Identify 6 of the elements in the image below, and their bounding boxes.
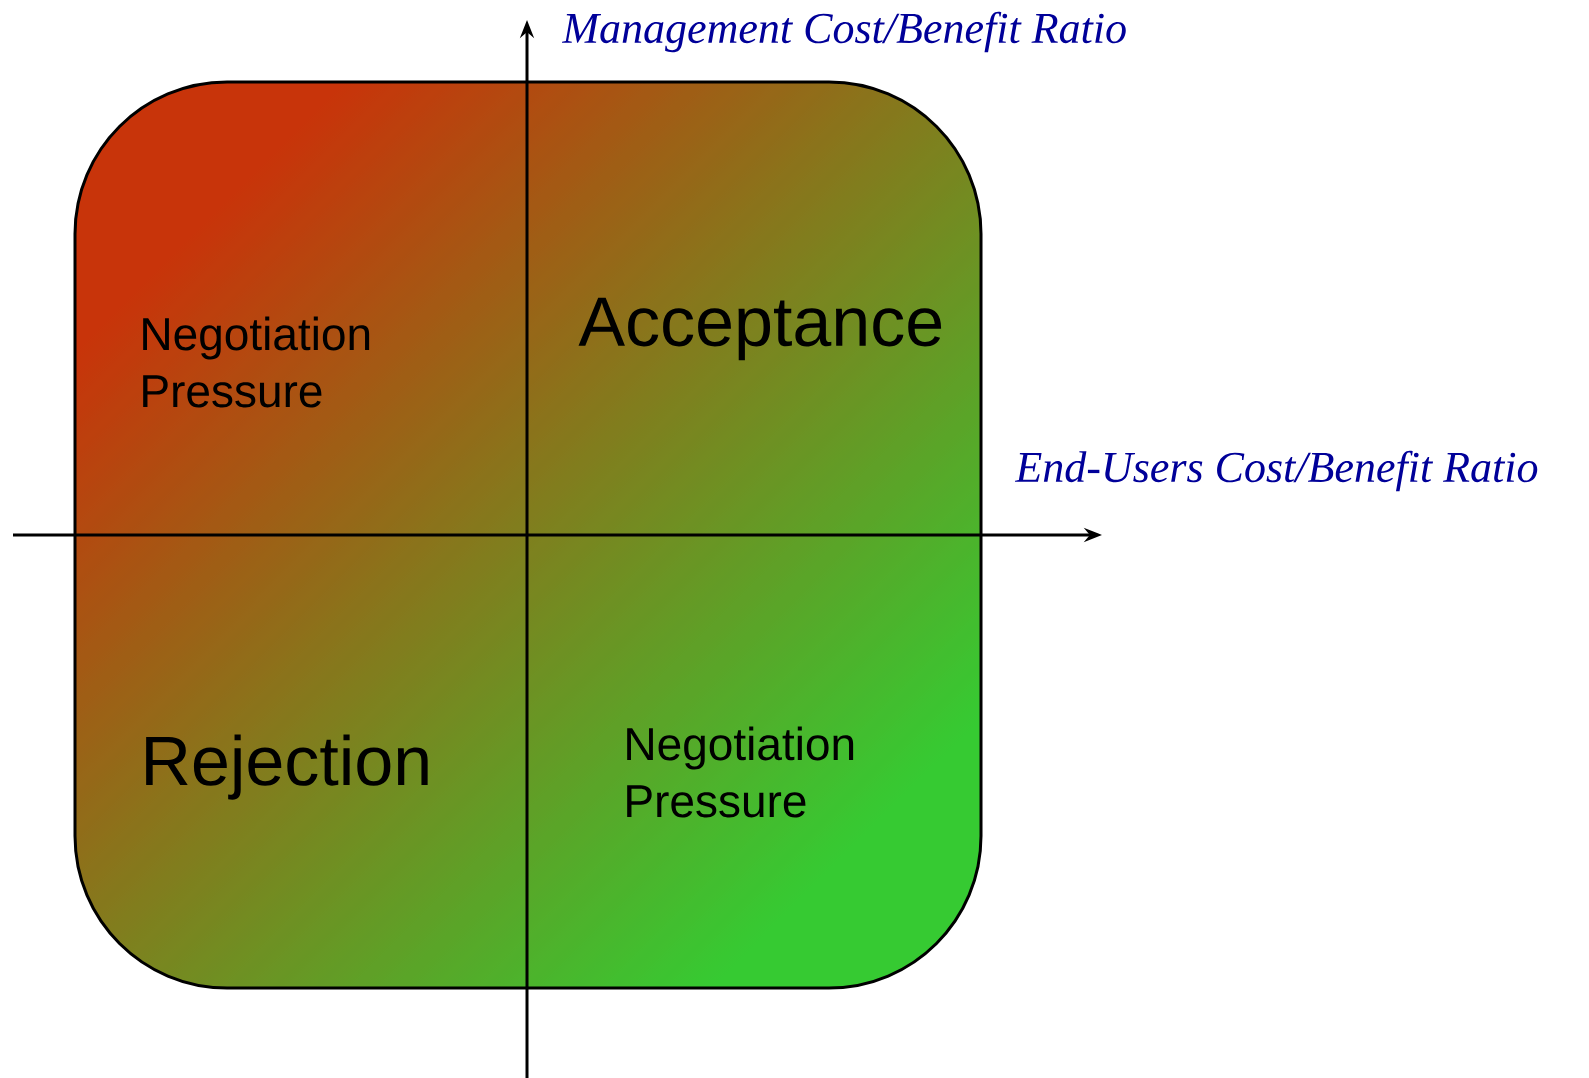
axis-label: Management Cost/Benefit Ratio: [561, 11, 1126, 53]
axis-label: End-Users Cost/Benefit Ratio: [1014, 450, 1538, 492]
quadrant-label: Negotiation Pressure: [143, 316, 370, 408]
quadrant-label: Acceptance: [578, 297, 942, 361]
quadrant-label: Rejection: [146, 734, 428, 800]
quadrant-label: Negotiation Pressure: [627, 726, 854, 818]
